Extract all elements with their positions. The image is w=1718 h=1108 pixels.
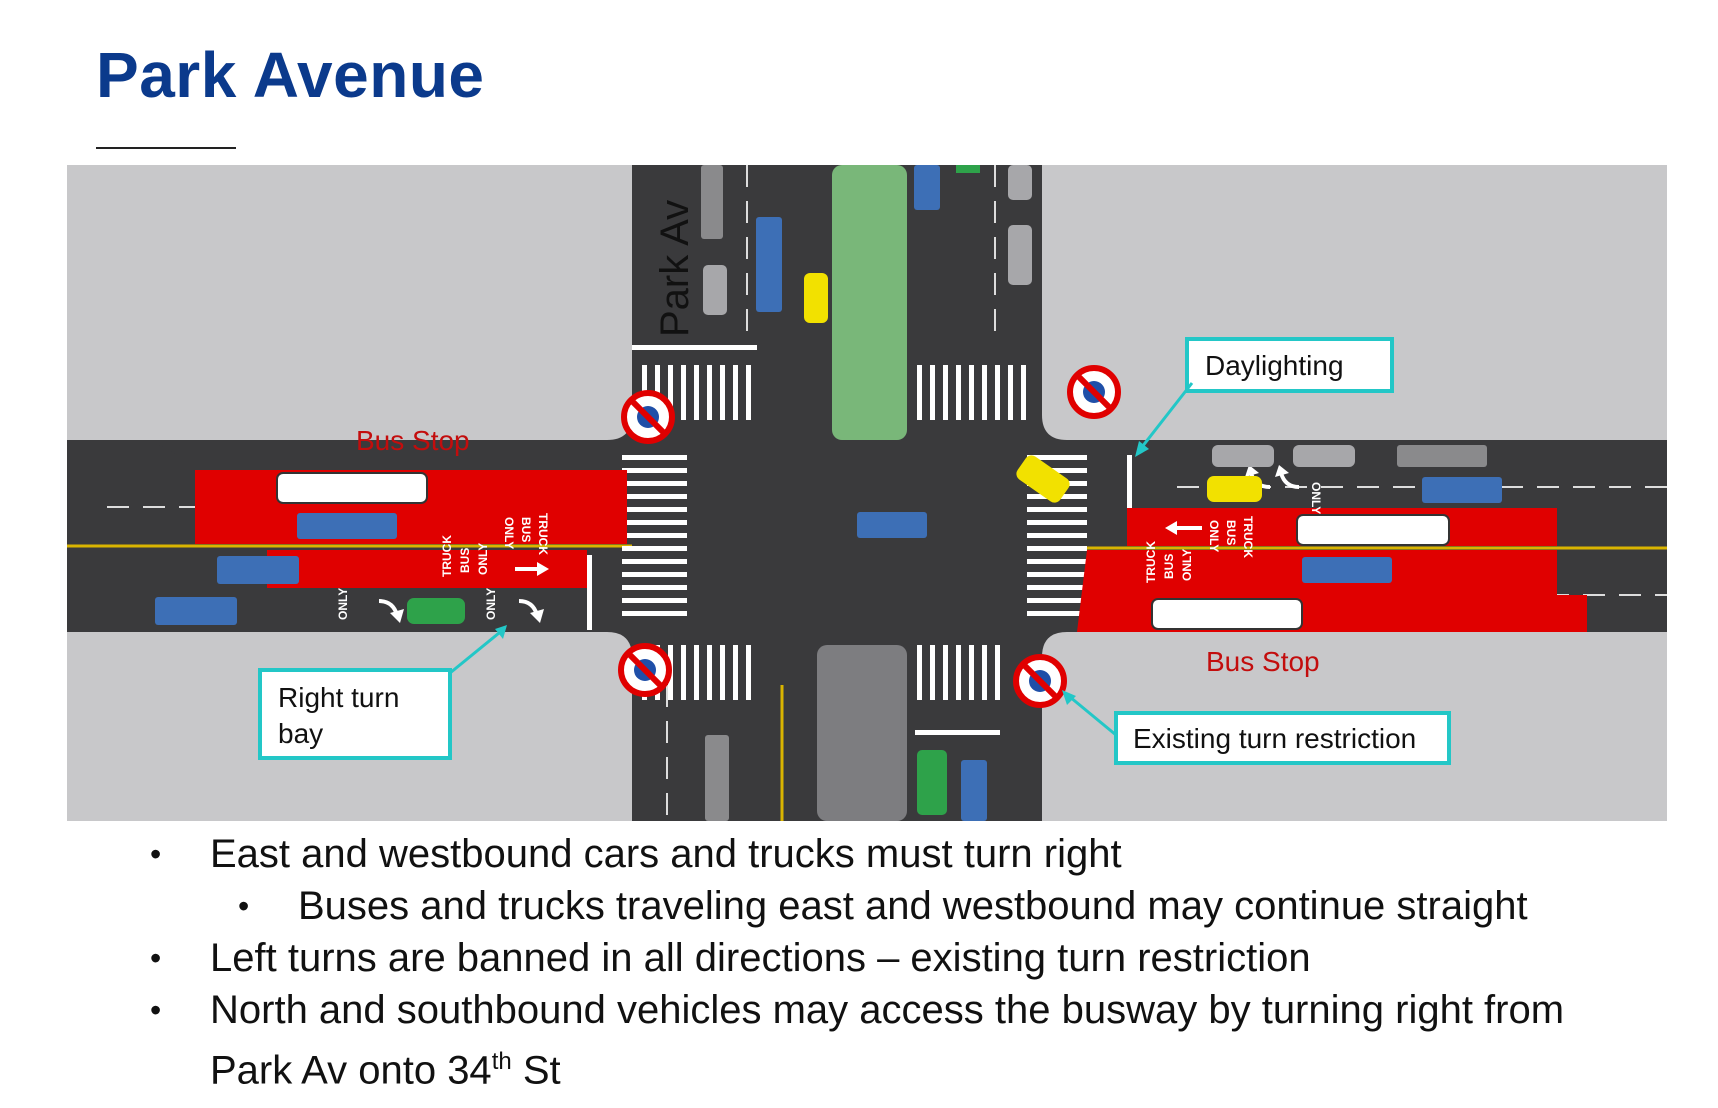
car-icon (703, 265, 727, 315)
taxi-icon (804, 273, 828, 323)
bullet-text: North and southbound vehicles may access… (210, 988, 1565, 1032)
bullet-item: • North and southbound vehicles may acce… (150, 984, 1710, 1036)
median-south (817, 645, 907, 821)
truck-icon (217, 556, 299, 584)
lane-marking-west-right-turn: ONLY ONLY (336, 588, 544, 623)
svg-text:ONLY: ONLY (484, 588, 498, 620)
bullet-marker: • (238, 888, 250, 924)
svg-text:TRUCK: TRUCK (1241, 516, 1255, 558)
car-icon (407, 598, 465, 624)
truck-icon (961, 760, 987, 821)
lane-marking-east-westbound: ONLY BUS TRUCK (1165, 516, 1255, 558)
median-north (832, 165, 907, 440)
taxi-icon (1016, 455, 1070, 503)
bullet-text: St (511, 1048, 561, 1093)
lane-marking-east-right-turn: ONLY (1245, 465, 1323, 514)
car-icon (917, 750, 947, 815)
ordinal-superscript: th (491, 1048, 512, 1075)
truck-icon (1397, 445, 1487, 467)
bullet-item-sub: • Buses and trucks traveling east and we… (238, 880, 1710, 932)
car-icon (1212, 445, 1274, 467)
svg-text:BUS: BUS (519, 517, 533, 542)
car-icon (1008, 225, 1032, 285)
car-icon (1293, 445, 1355, 467)
svg-text:TRUCK: TRUCK (440, 535, 454, 577)
straight-arrow-icon (1165, 521, 1202, 535)
svg-text:Existing turn restriction: Existing turn restriction (1133, 723, 1416, 754)
bullet-text: Left turns are banned in all directions … (210, 936, 1311, 980)
no-left-turn-sign-icon (1067, 365, 1121, 419)
bullet-item: • East and westbound cars and trucks mus… (150, 828, 1710, 880)
street-label-park-av: Park Av (653, 200, 697, 337)
bullet-text: Buses and trucks traveling east and west… (298, 884, 1528, 928)
callout-right-turn-bay: Right turn bay (258, 625, 507, 760)
truck-icon (705, 735, 729, 821)
bus-stop-label-east: Bus Stop (1206, 646, 1320, 677)
taxi-icon (1207, 476, 1262, 502)
car-icon (956, 165, 980, 173)
car-icon (1008, 165, 1032, 200)
callout-daylighting: Daylighting (1135, 337, 1394, 457)
straight-arrow-icon (515, 562, 549, 576)
callout-existing-turn-restriction: Existing turn restriction (1062, 690, 1451, 765)
svg-text:BUS: BUS (1162, 554, 1176, 579)
bullet-item-continuation: Park Av onto 34th St (150, 1036, 1710, 1096)
no-left-turn-sign-icon (621, 390, 675, 444)
svg-text:BUS: BUS (458, 548, 472, 573)
svg-text:ONLY: ONLY (502, 517, 516, 549)
bus-icon (1296, 514, 1450, 546)
lane-marking-west-eastbound: TRUCK BUS ONLY (440, 535, 549, 577)
svg-text:ONLY: ONLY (1207, 520, 1221, 552)
svg-text:ONLY: ONLY (1309, 482, 1323, 514)
svg-text:ONLY: ONLY (1180, 549, 1194, 581)
lane-marking-east-eastbound: TRUCK BUS ONLY (1144, 541, 1194, 583)
bus-stop-label-west: Bus Stop (356, 425, 470, 456)
intersection-diagram: ONLY BUS TRUCK TRUCK BUS ONLY ONLY ONLY … (67, 165, 1667, 821)
svg-text:BUS: BUS (1224, 520, 1238, 545)
truck-icon (297, 513, 397, 539)
title-underline (96, 147, 236, 149)
bullet-text: East and westbound cars and trucks must … (210, 832, 1122, 876)
right-turn-arrow-icon (1279, 472, 1300, 489)
truck-icon (914, 165, 940, 210)
roadway (67, 165, 1667, 821)
truck-icon (155, 597, 237, 625)
svg-text:ONLY: ONLY (336, 588, 350, 620)
lane-marking-west-westbound: ONLY BUS TRUCK (502, 513, 550, 555)
svg-text:TRUCK: TRUCK (536, 513, 550, 555)
bullet-marker: • (150, 836, 162, 872)
svg-text:bay: bay (278, 718, 323, 749)
bullet-marker: • (150, 992, 162, 1028)
svg-text:Daylighting: Daylighting (1205, 350, 1344, 381)
truck-icon (857, 512, 927, 538)
truck-icon (701, 165, 723, 239)
no-left-turn-sign-icon (618, 643, 672, 697)
crosswalk-west (622, 455, 687, 616)
truck-icon (1302, 557, 1392, 583)
bullet-item: • Left turns are banned in all direction… (150, 932, 1710, 984)
no-left-turn-sign-icon (1013, 654, 1067, 708)
bus-icon (756, 217, 782, 312)
bullet-text: Park Av onto 34 (210, 1048, 492, 1093)
svg-text:Right turn: Right turn (278, 682, 399, 713)
svg-text:TRUCK: TRUCK (1144, 541, 1158, 583)
bus-icon (1151, 598, 1303, 630)
svg-text:ONLY: ONLY (476, 543, 490, 575)
bullet-marker: • (150, 940, 162, 976)
bullet-list: • East and westbound cars and trucks mus… (150, 828, 1710, 1096)
bus-icon (276, 472, 428, 504)
truck-icon (1422, 477, 1502, 503)
slide-title: Park Avenue (96, 39, 485, 111)
